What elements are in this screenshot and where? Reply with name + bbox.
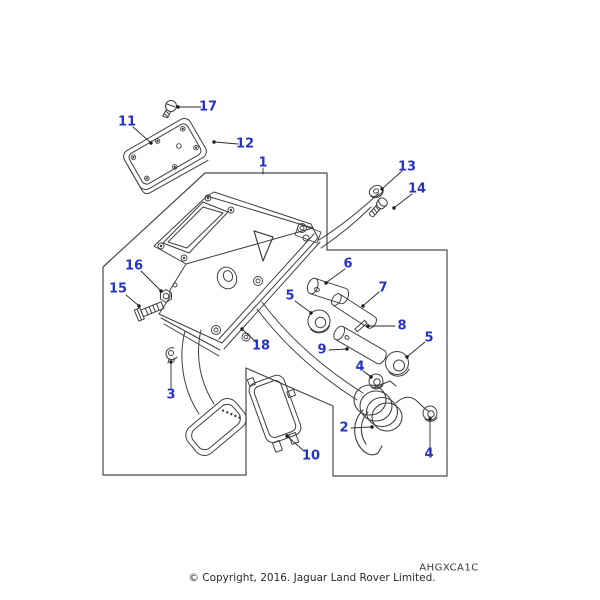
callout-14: 14 bbox=[407, 181, 427, 197]
bush-5-right bbox=[385, 351, 410, 377]
cable-lines bbox=[318, 192, 380, 249]
drawing-code: AHGXCA1C bbox=[419, 562, 479, 574]
washer-13 bbox=[368, 184, 384, 199]
assembly-boundary-box bbox=[102, 172, 448, 477]
pin-7 bbox=[331, 293, 377, 329]
callout-4-upper: 4 bbox=[355, 359, 365, 375]
callout-13: 13 bbox=[397, 159, 417, 175]
callout-8: 8 bbox=[397, 318, 407, 334]
callout-12: 12 bbox=[235, 136, 255, 152]
callout-5-right: 5 bbox=[424, 330, 434, 346]
spring-2 bbox=[353, 380, 429, 456]
bolt-15 bbox=[133, 301, 165, 322]
callout-2: 2 bbox=[339, 420, 349, 436]
pin-6 bbox=[306, 277, 350, 305]
callout-9: 9 bbox=[317, 342, 327, 358]
callout-6: 6 bbox=[343, 256, 353, 272]
nut-16 bbox=[160, 289, 172, 303]
copyright-text: © Copyright, 2016. Jaguar Land Rover Lim… bbox=[188, 572, 436, 584]
rod-9 bbox=[333, 325, 387, 365]
bolt-14 bbox=[368, 197, 388, 218]
pad-10 bbox=[246, 374, 302, 453]
leader-lines bbox=[125, 105, 432, 452]
callout-5-left: 5 bbox=[285, 288, 295, 304]
callout-3: 3 bbox=[166, 387, 176, 403]
callout-16: 16 bbox=[124, 258, 144, 274]
context-arc-lines bbox=[256, 301, 364, 401]
pedal-arm bbox=[181, 329, 247, 456]
screw-17 bbox=[162, 100, 177, 119]
roll-pin-8 bbox=[354, 319, 368, 333]
callout-18: 18 bbox=[251, 338, 271, 354]
clip-3 bbox=[165, 347, 178, 364]
callout-17: 17 bbox=[198, 99, 218, 115]
callout-10: 10 bbox=[301, 448, 321, 464]
callout-15: 15 bbox=[108, 281, 128, 297]
callout-11: 11 bbox=[117, 114, 137, 130]
callout-4-lower: 4 bbox=[424, 446, 434, 462]
callout-1: 1 bbox=[258, 155, 268, 171]
callout-7: 7 bbox=[378, 280, 388, 296]
cover-plate bbox=[123, 118, 209, 195]
pedal-box-housing bbox=[153, 191, 322, 357]
bush-5-left bbox=[307, 309, 331, 334]
